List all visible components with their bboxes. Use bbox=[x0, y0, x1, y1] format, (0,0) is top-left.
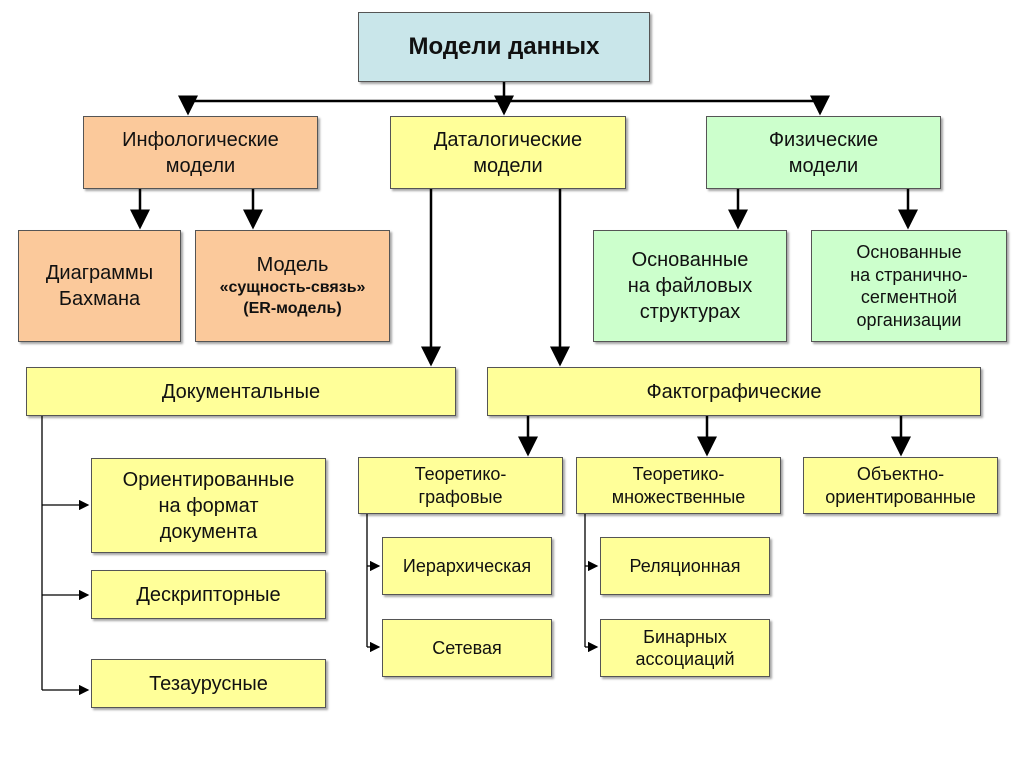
descriptor-box: Дескрипторные bbox=[91, 570, 326, 619]
label: Реляционная bbox=[629, 555, 741, 576]
file-based-box: Основанные на файловых структурах bbox=[593, 230, 787, 342]
label: Даталогические bbox=[433, 128, 583, 151]
format-oriented-box: Ориентированные на формат документа bbox=[91, 458, 326, 553]
label: структурах bbox=[639, 301, 741, 323]
factographic-box: Фактографические bbox=[487, 367, 981, 416]
datalogical-box: Даталогические модели bbox=[390, 116, 626, 189]
er-model-box: Модель «сущность-связь» (ER-модель) bbox=[195, 230, 390, 342]
label: Иерархическая bbox=[402, 555, 532, 576]
thesaurus-box: Тезаурусные bbox=[91, 659, 326, 708]
label: множественные bbox=[611, 486, 746, 507]
label: Объектно- bbox=[856, 464, 945, 484]
label: Диаграммы bbox=[45, 262, 154, 284]
label: «сущность-связь» bbox=[219, 279, 366, 297]
documentary-box: Документальные bbox=[26, 367, 456, 416]
relational-box: Реляционная bbox=[600, 537, 770, 595]
label: графовые bbox=[418, 486, 503, 507]
graph-theoretic-box: Теоретико-графовые bbox=[358, 457, 563, 514]
label: Физические bbox=[768, 128, 879, 151]
hierarchical-box: Иерархическая bbox=[382, 537, 552, 595]
label: на странично- bbox=[850, 264, 968, 285]
label: Бинарных bbox=[643, 626, 727, 647]
label: Теоретико- bbox=[414, 464, 507, 484]
set-theoretic-box: Теоретико-множественные bbox=[576, 457, 781, 514]
label: модели bbox=[165, 154, 236, 177]
label: Основанные bbox=[631, 249, 749, 271]
label: на файловых bbox=[627, 275, 753, 297]
label: организации bbox=[856, 309, 962, 330]
object-oriented-box: Объектно-ориентированные bbox=[803, 457, 998, 514]
label: сегментной bbox=[860, 287, 958, 307]
label: Фактографические bbox=[646, 380, 822, 403]
label: ассоциаций bbox=[635, 649, 735, 669]
connector-top bbox=[188, 82, 820, 103]
label: (ER-модель) bbox=[243, 300, 342, 317]
label: Основанные bbox=[856, 242, 962, 262]
label: модели bbox=[473, 154, 543, 177]
title-box: Модели данных bbox=[358, 12, 650, 82]
label: Документальные bbox=[161, 380, 321, 403]
title-text: Модели данных bbox=[408, 33, 600, 61]
label: Ориентированные bbox=[122, 468, 295, 491]
label: Бахмана bbox=[58, 288, 141, 310]
label: Сетевая bbox=[432, 637, 502, 658]
label: Инфологические bbox=[122, 128, 279, 151]
label: Дескрипторные bbox=[136, 583, 281, 606]
label: Модель bbox=[256, 254, 329, 277]
label: на формат bbox=[158, 494, 259, 517]
label: модели bbox=[788, 154, 859, 177]
label: Тезаурусные bbox=[149, 672, 268, 695]
label: Теоретико- bbox=[632, 464, 725, 484]
infological-box: Инфологические модели bbox=[83, 116, 318, 189]
label: документа bbox=[159, 520, 258, 543]
network-box: Сетевая bbox=[382, 619, 552, 677]
physical-box: Физические модели bbox=[706, 116, 941, 189]
label: ориентированные bbox=[825, 486, 976, 507]
